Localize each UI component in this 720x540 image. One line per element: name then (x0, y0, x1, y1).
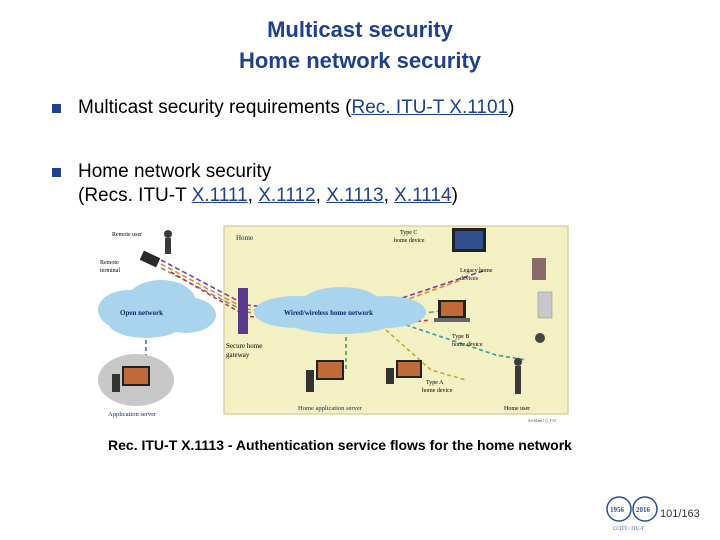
link-x1111[interactable]: X.1111 (191, 185, 248, 206)
flow-line-yellow (385, 329, 467, 381)
label-secure-gateway-1: Secure home (226, 342, 262, 350)
label-wired-wireless: Wired/wireless home network (284, 309, 373, 317)
label-home: Home (236, 234, 253, 242)
label-remote-user: Remote user (112, 232, 142, 238)
bullet-home-network-prefix: (Recs. ITU-T (78, 185, 192, 206)
label-remote-terminal-2: terminal (100, 268, 120, 274)
link-separator: , (383, 185, 395, 206)
link-x1101[interactable]: Rec. ITU-T X.1101 (351, 97, 509, 118)
label-home-user: Home user (504, 406, 530, 412)
link-x1112[interactable]: X.1112 (258, 185, 316, 206)
remote-terminal-icon (139, 250, 161, 268)
label-type-c-2: home device (394, 238, 425, 244)
legacy-fridge-icon (532, 258, 546, 280)
logo-year-right: 2016 (636, 506, 651, 514)
application-server-icon (98, 354, 174, 406)
link-separator: , (315, 185, 327, 206)
logo-year-left: 1956 (610, 506, 625, 514)
itu-anniversary-logo-icon: 1956 2016 CCITT / ITU-T (606, 496, 658, 532)
label-application-server: Application server (108, 411, 157, 418)
bullet-home-network-suffix: ) (451, 185, 458, 206)
flow-line-red (170, 271, 432, 329)
open-network-cloud (98, 280, 216, 338)
figure-caption: Rec. ITU-T X.1113 - Authentication servi… (108, 437, 572, 453)
bullet-multicast-text: Multicast security requirements (Rec. IT… (78, 96, 514, 120)
slide-title: Multicast security Home network security (0, 14, 720, 76)
type-c-tv-icon (452, 228, 486, 252)
page-current: 101 (660, 508, 679, 520)
logo-text: CCITT / ITU-T (613, 527, 644, 532)
bullet-home-network-line1: Home network security (78, 161, 272, 182)
home-network-diagram: Open network Wired/wireless home network… (98, 225, 569, 423)
remote-user-icon (164, 230, 172, 254)
webcam-icon (535, 333, 545, 343)
secure-gateway-icon (238, 288, 248, 334)
home-user-icon (514, 358, 522, 394)
type-a-pc-icon (386, 360, 422, 384)
title-line-2: Home network security (238, 48, 482, 73)
bullet-multicast-prefix: Multicast security requirements ( (78, 97, 352, 118)
link-x1114[interactable]: X.1114 (394, 185, 452, 206)
type-b-laptop-icon (434, 300, 470, 322)
bullet-marker-icon (52, 104, 61, 113)
legacy-appliance-icon (537, 291, 553, 319)
flow-line-teal (405, 324, 527, 361)
label-type-b-2: home device (452, 342, 483, 348)
label-type-a-1: Type A (426, 380, 444, 386)
label-remote-terminal-1: Remote (100, 260, 119, 266)
bullet-marker-icon (52, 168, 61, 177)
label-type-c-1: Type C (400, 230, 417, 236)
label-figure-id: SecMan(11)_F33 (528, 418, 556, 423)
page-total: 163 (681, 508, 700, 520)
title-line-1: Multicast security (267, 17, 453, 42)
link-separator: , (247, 185, 259, 206)
link-x1113[interactable]: X.1113 (326, 185, 384, 206)
label-legacy-2: devices (460, 276, 479, 282)
home-app-server-icon (306, 360, 344, 392)
bullet-multicast-suffix: ) (508, 97, 515, 118)
label-legacy-1: Legacy home (460, 268, 493, 274)
label-open-network: Open network (120, 309, 163, 317)
page-separator: / (678, 508, 682, 520)
home-network-cloud (254, 287, 426, 334)
label-type-a-2: home device (422, 388, 453, 394)
label-home-application-server: Home application server (298, 405, 363, 412)
label-type-b-1: Type B (452, 334, 469, 340)
bullet-home-network-line2: (Recs. ITU-T X.1111, X.1112, X.1113, X.1… (78, 184, 458, 208)
label-secure-gateway-2: gateway (226, 351, 250, 359)
page-number: 101/163 (660, 508, 700, 520)
